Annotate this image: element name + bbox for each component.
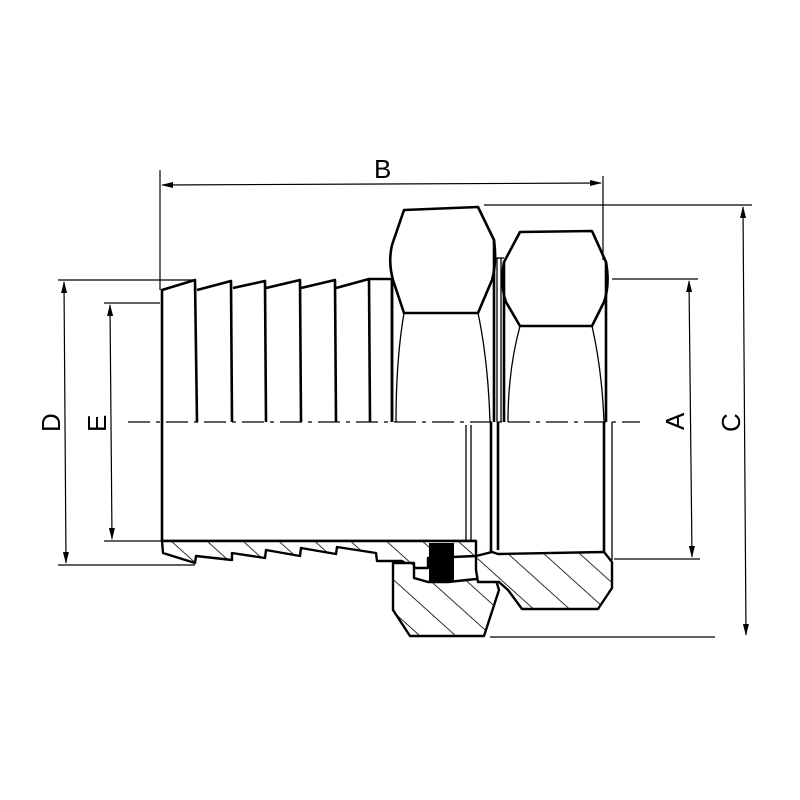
section-hatching	[160, 539, 614, 638]
dimension-label-e: E	[82, 415, 112, 432]
dimension-label-d: D	[36, 413, 66, 432]
dimension-a: A	[612, 278, 700, 560]
hex-nut-left	[388, 205, 504, 423]
union-bore	[489, 422, 613, 560]
hose-barb-tail	[160, 277, 476, 549]
dimension-d: D	[36, 279, 195, 566]
union-body-hex	[501, 229, 609, 423]
o-ring-seal	[429, 543, 454, 582]
dimension-label-c: C	[716, 413, 746, 432]
dimension-e: E	[82, 302, 162, 542]
dimension-label-a: A	[660, 412, 690, 430]
dimension-c: C	[484, 204, 752, 638]
dimension-b: B	[159, 154, 604, 290]
dimension-label-b: B	[374, 154, 391, 184]
